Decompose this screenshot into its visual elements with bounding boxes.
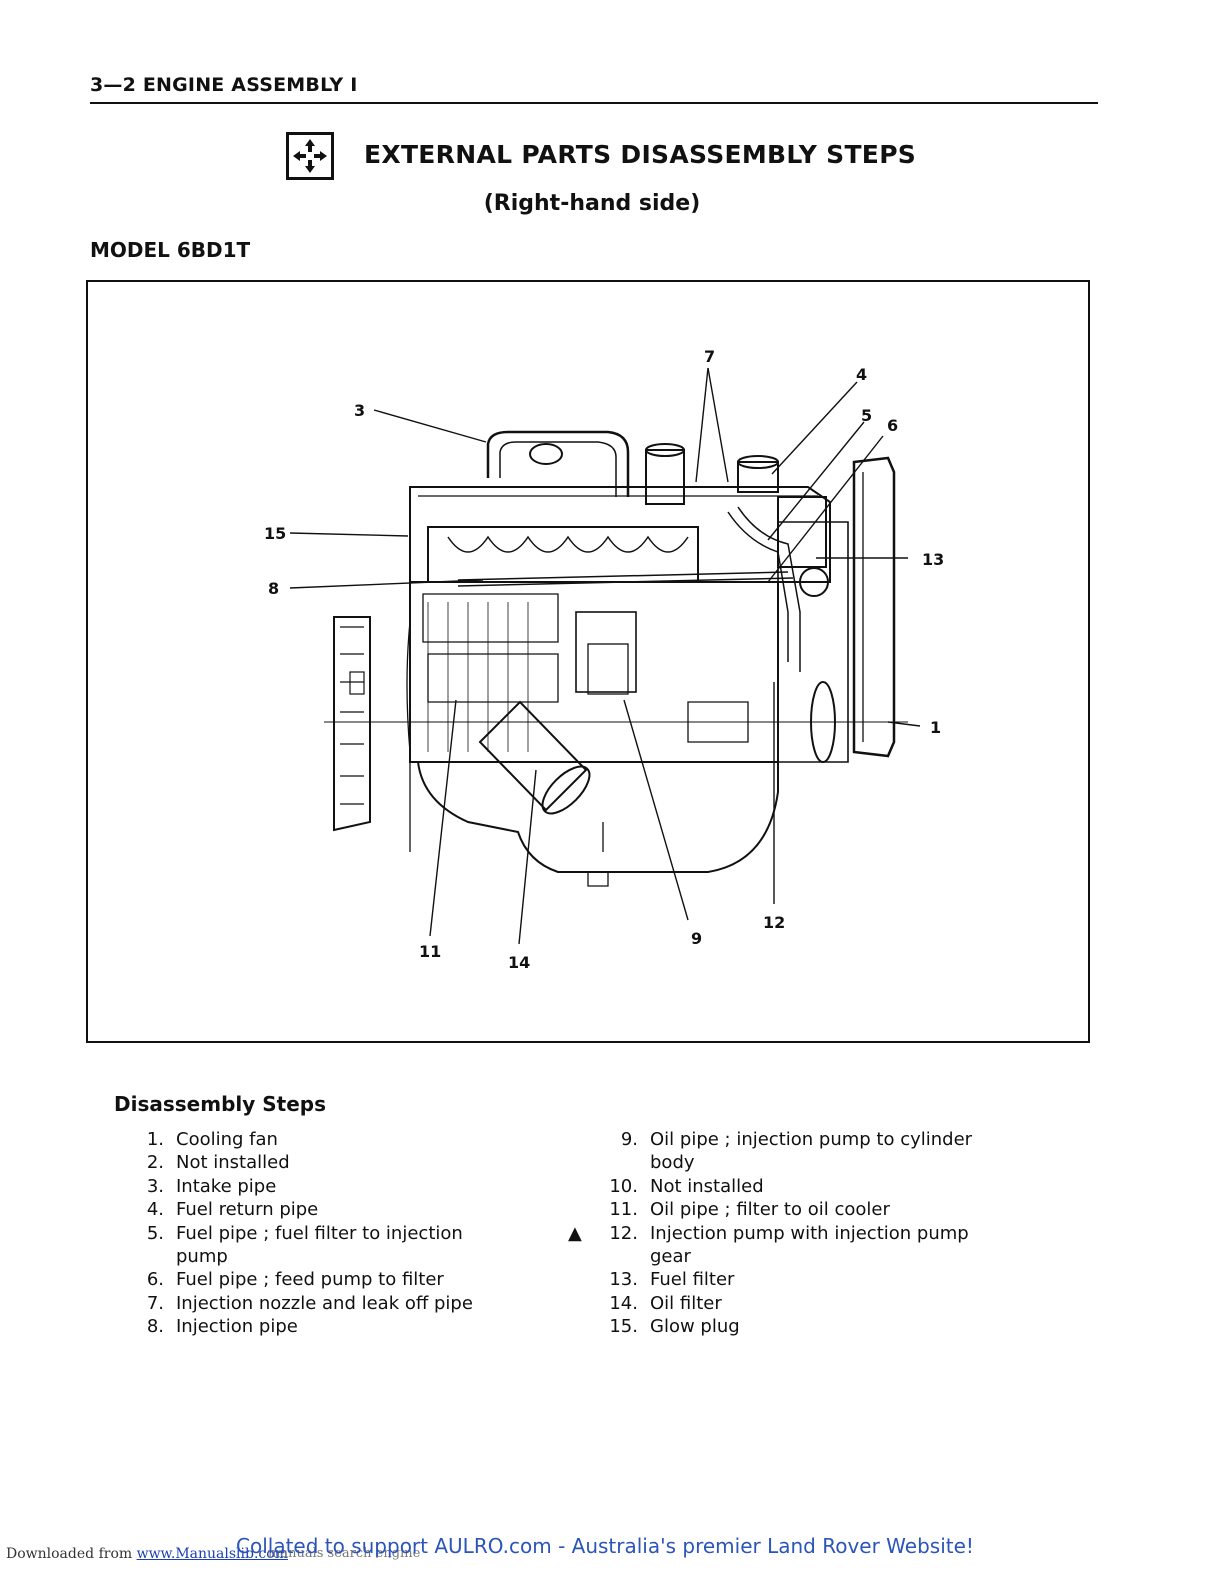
list-item: 1.Cooling fan — [146, 1129, 278, 1150]
callout-14: 14 — [508, 953, 530, 972]
engine-diagram: 7 4 3 5 6 15 13 8 1 12 9 11 14 — [86, 280, 1090, 1043]
callout-8: 8 — [268, 579, 279, 598]
callout-11: 11 — [419, 942, 441, 961]
page-subtitle: (Right-hand side) — [483, 191, 701, 216]
list-item: 7.Injection nozzle and leak off pipe — [146, 1292, 473, 1314]
steps-list-right: 9.Oil pipe ; injection pump to cylinder … — [568, 1128, 1022, 1339]
section-title: 3—2 ENGINE ASSEMBLY I — [90, 74, 358, 96]
download-credit: Downloaded from www.Manualslib.com — [6, 1546, 288, 1562]
list-item: 2.Not installed — [146, 1152, 290, 1174]
list-item-continued: gear — [650, 1246, 691, 1268]
disassembly-icon — [286, 132, 334, 180]
callout-3: 3 — [354, 401, 365, 420]
callout-1: 1 — [930, 718, 941, 737]
list-item: 14.Oil filter — [609, 1292, 722, 1314]
list-item: 6.Fuel pipe ; feed pump to filter — [146, 1269, 444, 1291]
page-footer: Downloaded from www.Manualslib.com manua… — [0, 1532, 1224, 1572]
list-item: 13.Fuel filter — [609, 1269, 735, 1291]
manualslib-link[interactable]: www.Manualslib.com — [136, 1546, 288, 1562]
engine-illustration: 7 4 3 5 6 15 13 8 1 12 9 11 14 — [264, 347, 944, 972]
page-header: 3—2 ENGINE ASSEMBLY I — [90, 74, 1098, 104]
list-item: 15.Glow plug — [609, 1316, 740, 1338]
callout-13: 13 — [922, 550, 944, 569]
list-item: 5.Fuel pipe ; fuel filter to injection — [146, 1222, 463, 1244]
callout-12: 12 — [763, 913, 785, 932]
list-item: 9.Oil pipe ; injection pump to cylinder — [620, 1129, 973, 1150]
list-item: 3.Intake pipe — [146, 1175, 277, 1197]
list-item-continued: pump — [176, 1246, 228, 1268]
callout-9: 9 — [691, 929, 702, 948]
steps-list-left: 1.Cooling fan 2.Not installed 3.Intake p… — [128, 1128, 508, 1339]
callout-6: 6 — [887, 416, 898, 435]
callout-5: 5 — [861, 406, 872, 425]
footer-faint-text: manuals search engine — [268, 1546, 421, 1561]
triangle-mark-icon: ▲ — [568, 1222, 582, 1244]
list-item: 8.Injection pipe — [146, 1316, 298, 1338]
list-item: 4.Fuel return pipe — [146, 1199, 319, 1221]
steps-heading: Disassembly Steps — [114, 1092, 326, 1116]
list-item: 11.Oil pipe ; filter to oil cooler — [609, 1199, 890, 1221]
callout-4: 4 — [856, 365, 867, 384]
callout-7: 7 — [704, 347, 715, 366]
page-title: EXTERNAL PARTS DISASSEMBLY STEPS — [364, 140, 917, 169]
callout-15: 15 — [264, 524, 286, 543]
list-item: 10.Not installed — [609, 1175, 764, 1197]
aulro-banner: Collated to support AULRO.com - Australi… — [236, 1534, 974, 1558]
list-item-continued: body — [650, 1152, 695, 1174]
model-label: MODEL 6BD1T — [90, 238, 251, 262]
list-item: ▲12.Injection pump with injection pump — [568, 1222, 969, 1244]
